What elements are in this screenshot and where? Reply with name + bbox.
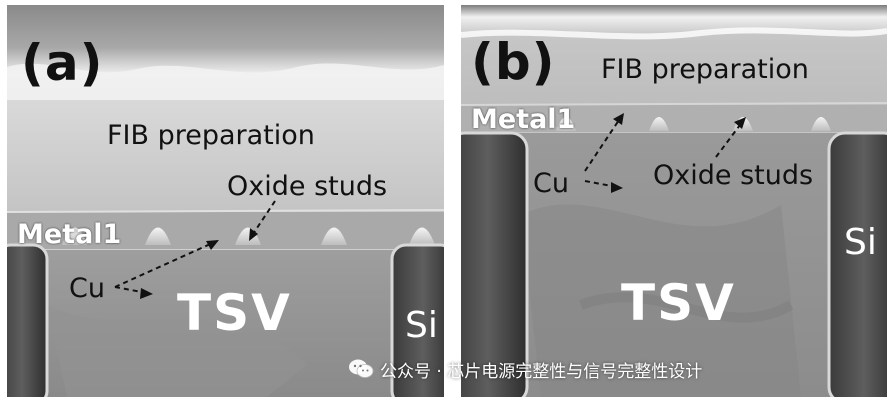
watermark: 公众号 · 芯片电源完整性与信号完整性设计 xyxy=(348,354,702,384)
sem-panel-a: (a) FIB preparation Oxide studs Metal1 C… xyxy=(7,5,444,397)
sem-image-a xyxy=(7,5,444,397)
sem-panel-b: (b) FIB preparation Metal1 Cu Oxide stud… xyxy=(461,5,887,397)
tsv-label: TSV xyxy=(177,284,292,342)
panel-label: (a) xyxy=(21,34,104,92)
tsv-label: TSV xyxy=(621,274,736,332)
si-label: Si xyxy=(844,222,877,263)
fib-preparation-label: FIB preparation xyxy=(601,54,809,85)
cu-label: Cu xyxy=(533,168,569,199)
watermark-text: 公众号 · 芯片电源完整性与信号完整性设计 xyxy=(380,361,703,382)
fib-preparation-label: FIB preparation xyxy=(107,120,315,151)
wechat-icon xyxy=(348,358,374,380)
oxide-studs-label: Oxide studs xyxy=(653,160,814,191)
metal1-label: Metal1 xyxy=(17,219,122,250)
panel-label: (b) xyxy=(471,33,556,91)
oxide-studs-label: Oxide studs xyxy=(227,171,388,202)
si-label: Si xyxy=(405,305,438,346)
cu-label: Cu xyxy=(69,273,105,304)
sem-image-b xyxy=(461,5,887,397)
metal1-label: Metal1 xyxy=(471,104,576,135)
